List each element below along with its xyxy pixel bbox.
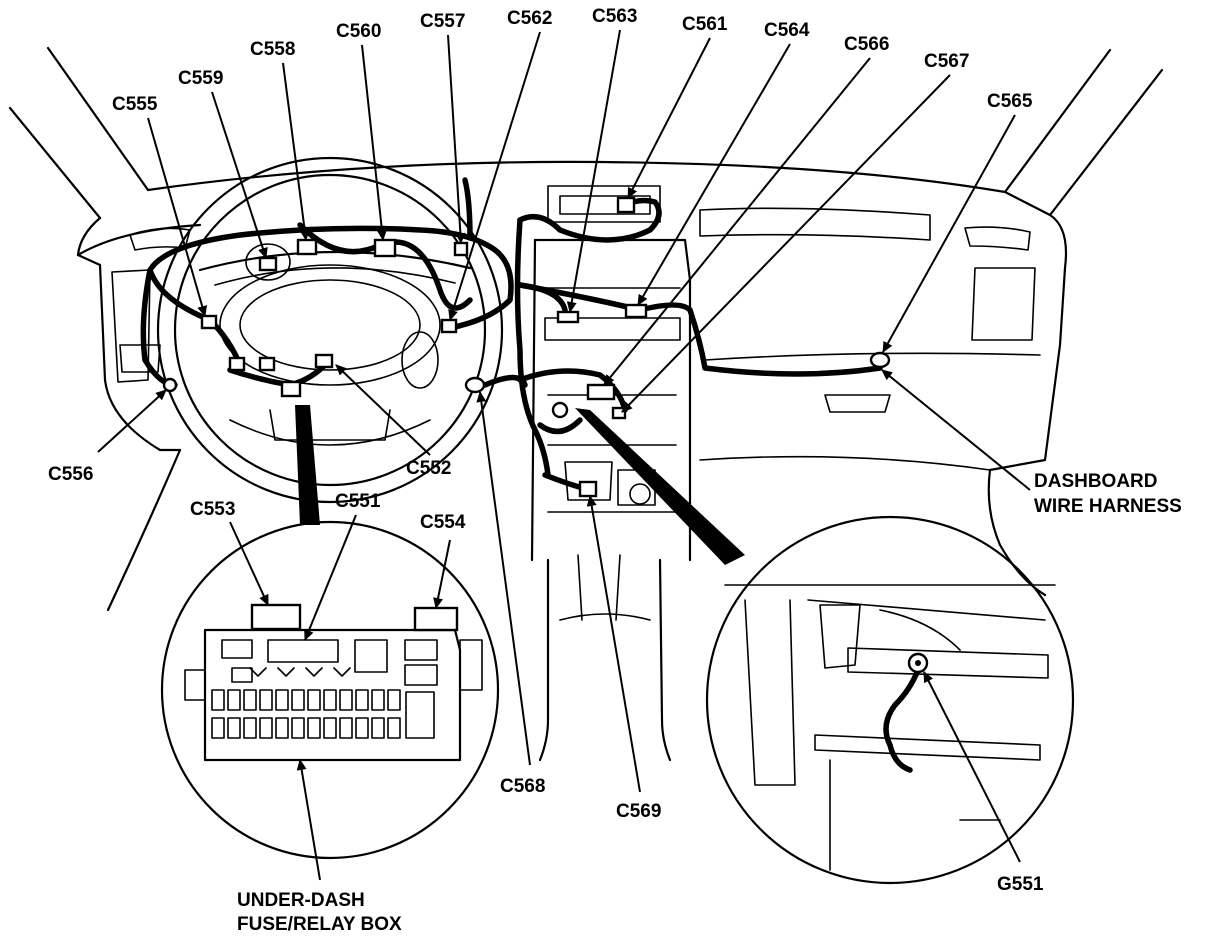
label-c562: C562	[507, 8, 552, 29]
connector-c566	[586, 383, 616, 401]
label-g551: G551	[997, 874, 1044, 895]
label-c564: C564	[764, 20, 810, 41]
label-c568: C568	[500, 776, 545, 797]
label-harness-line1: DASHBOARD	[1034, 471, 1158, 492]
dashboard-wire-harness	[140, 177, 883, 493]
label-c552: C552	[406, 458, 451, 479]
labels: C555 C559 C558 C560 C557 C562 C563 C561 …	[48, 6, 1182, 935]
connector-c567	[611, 406, 627, 420]
connector-c565	[869, 351, 891, 369]
connector-c569	[578, 480, 598, 498]
label-c566: C566	[844, 34, 889, 55]
connector-c562	[440, 318, 458, 334]
dashboard-outline	[76, 160, 1068, 612]
label-c554: C554	[420, 512, 466, 533]
label-fusebox-line2: FUSE/RELAY BOX	[237, 914, 402, 935]
fuse-box-inset	[160, 520, 500, 860]
windshield-pillars	[8, 46, 1164, 220]
connector-c554-wire	[280, 380, 302, 398]
label-c560: C560	[336, 21, 381, 42]
connector-c555	[200, 314, 218, 330]
label-c551: C551	[335, 491, 381, 512]
magnifier-beams	[295, 405, 745, 565]
label-c556: C556	[48, 464, 93, 485]
connectors	[162, 196, 891, 498]
connector-c564	[624, 303, 648, 319]
connector-c553-wire	[228, 356, 246, 372]
label-c563: C563	[592, 6, 637, 27]
fusebox-connector-c553	[250, 603, 302, 631]
fuse-rows	[211, 667, 435, 739]
connector-c563	[556, 310, 580, 324]
label-c569: C569	[616, 801, 661, 822]
ground-g551-source	[551, 401, 569, 419]
label-c557: C557	[420, 11, 465, 32]
label-c559: C559	[178, 68, 223, 89]
connector-c557	[453, 241, 469, 257]
fusebox-connector-c554	[413, 606, 459, 632]
label-harness-line2: WIRE HARNESS	[1034, 496, 1182, 517]
connector-c552	[314, 353, 334, 369]
label-c558: C558	[250, 39, 295, 60]
label-fusebox-line1: UNDER-DASH	[237, 890, 365, 911]
label-c565: C565	[987, 91, 1033, 112]
connector-c568	[464, 376, 486, 394]
connector-c559	[258, 256, 278, 272]
label-c553: C553	[190, 499, 235, 520]
connector-c551-wire	[258, 356, 276, 372]
label-c567: C567	[924, 51, 969, 72]
label-c555: C555	[112, 94, 158, 115]
connector-c558	[296, 238, 318, 256]
steering-wheel	[156, 156, 504, 504]
connector-c560	[373, 238, 397, 258]
label-c561: C561	[682, 14, 728, 35]
connector-c556	[162, 377, 178, 393]
ground-inset	[705, 515, 1075, 885]
connector-c561	[616, 196, 636, 214]
leader-lines	[97, 29, 1031, 881]
